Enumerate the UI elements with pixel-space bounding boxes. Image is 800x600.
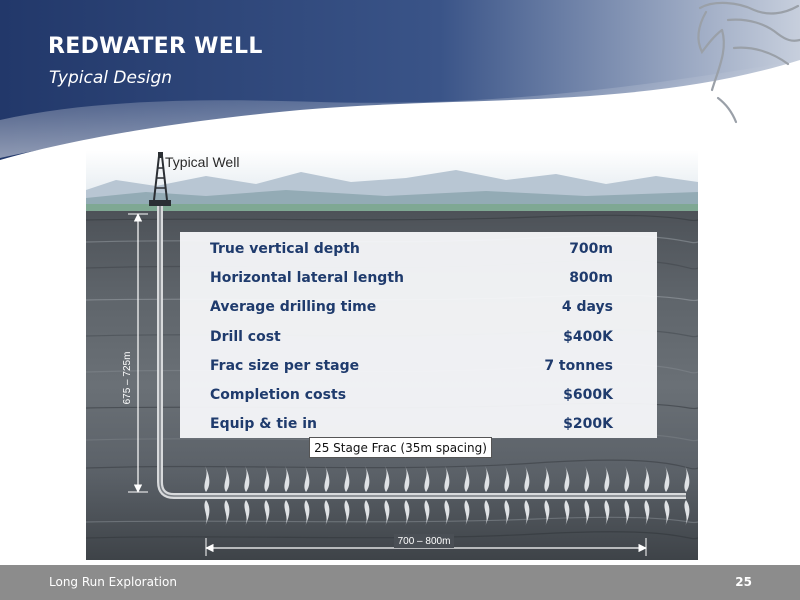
spec-label: Horizontal lateral length [210,270,404,286]
spec-row: Equip & tie in $200K [210,413,613,435]
frac-stage-mark [224,466,230,526]
frac-stage-mark [484,466,490,526]
frac-stage-mark [444,466,450,526]
slide-subtitle: Typical Design [49,68,173,88]
frac-stage-mark [404,466,410,526]
spec-row: Horizontal lateral length 800m [210,267,613,289]
spec-row: Average drilling time 4 days [210,296,613,318]
frac-stage-mark [244,466,250,526]
spec-label: True vertical depth [210,241,360,257]
specs-panel: True vertical depth 700m Horizontal late… [180,232,657,438]
grass-band [86,204,698,211]
frac-stage-label: 25 Stage Frac (35m spacing) [309,437,492,458]
frac-stage-mark [384,466,390,526]
spec-value: 700m [569,241,613,257]
strata-line [86,214,698,222]
lateral-range-label: 700 – 800m [398,536,451,547]
spec-label: Frac size per stage [210,358,360,374]
spec-value: 800m [569,270,613,286]
footer-company: Long Run Exploration [49,575,177,589]
frac-stage-mark [564,466,570,526]
frac-stage-mark [344,466,350,526]
spec-label: Average drilling time [210,299,377,315]
frac-stage-mark [684,466,690,526]
horse-logo-icon [697,1,800,124]
spec-label: Completion costs [210,387,347,403]
frac-stages [204,466,690,526]
frac-stage-mark [664,466,670,526]
strata-line [86,516,698,524]
frac-stage-mark [604,466,610,526]
spec-row: Drill cost $400K [210,326,613,348]
frac-stage-mark [324,466,330,526]
frac-stage-mark [464,466,470,526]
spec-row: Frac size per stage 7 tonnes [210,355,613,377]
frac-stage-mark [584,466,590,526]
header-band [0,0,800,160]
spec-value: $600K [563,387,613,403]
frac-stage-mark [644,466,650,526]
frac-stage-mark [264,466,270,526]
spec-row: Completion costs $600K [210,384,613,406]
spec-label: Drill cost [210,329,281,345]
footer: Long Run Exploration 25 [0,565,800,600]
frac-stage-mark [624,466,630,526]
slide-title: REDWATER WELL [48,34,263,59]
frac-stage-mark [524,466,530,526]
strata-line [86,531,698,540]
frac-stage-mark [504,466,510,526]
spec-value: 4 days [561,299,613,315]
well-label: Typical Well [165,154,239,170]
frac-stage-mark [204,466,210,526]
frac-stage-mark [364,466,370,526]
strata-line [86,459,698,470]
frac-stage-mark [304,466,310,526]
spec-row: True vertical depth 700m [210,238,613,260]
depth-range-label: 675 – 725m [122,352,133,405]
drilling-rig-icon [149,152,171,206]
spec-label: Equip & tie in [210,416,317,432]
frac-stage-mark [544,466,550,526]
spec-value: 7 tonnes [544,358,613,374]
page-number: 25 [735,575,752,589]
spec-value: $200K [563,416,613,432]
frac-stage-mark [284,466,290,526]
spec-value: $400K [563,329,613,345]
frac-stage-mark [424,466,430,526]
